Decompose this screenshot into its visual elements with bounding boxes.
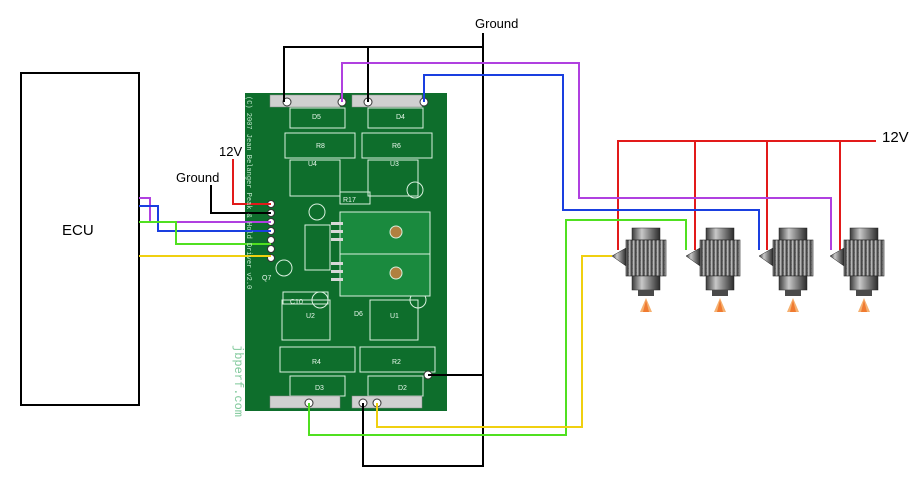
injector-1 (611, 227, 667, 313)
svg-text:C10: C10 (290, 299, 303, 306)
blue-wires (139, 74, 760, 250)
ground-label-top: Ground (475, 16, 519, 31)
purple-wires (139, 62, 832, 250)
pcb-url-text: jbperf.com (231, 345, 245, 418)
green-wires (139, 219, 687, 436)
ecu-box (20, 72, 140, 406)
pcb-board: R8 R6 R4 R2 D5 D4 D3 D2 U4 U3 U2 U1 R17 … (245, 93, 447, 411)
svg-text:Q7: Q7 (262, 275, 271, 282)
12v-wires (232, 140, 876, 250)
12v-label-right: 12V (882, 129, 909, 146)
svg-text:U1: U1 (390, 313, 399, 320)
svg-text:D6: D6 (354, 311, 363, 318)
yellow-wires (139, 255, 612, 428)
svg-text:U3: U3 (390, 161, 399, 168)
svg-text:D2: D2 (398, 385, 407, 392)
12v-label-left: 12V (219, 144, 243, 159)
svg-text:R17: R17 (343, 197, 356, 204)
svg-text:D5: D5 (312, 114, 321, 121)
injector-4 (829, 227, 885, 313)
pcb-copyright-text: (C) 2007 Jean Belanger Peak & Hold Drive… (244, 96, 252, 290)
svg-text:R2: R2 (392, 359, 401, 366)
svg-text:R6: R6 (392, 143, 401, 150)
ground-label-left: Ground (176, 170, 220, 185)
svg-text:D3: D3 (315, 385, 324, 392)
svg-text:R4: R4 (312, 359, 321, 366)
svg-text:U4: U4 (308, 161, 317, 168)
svg-text:R8: R8 (316, 143, 325, 150)
ecu-label: ECU (62, 222, 94, 239)
svg-text:D4: D4 (396, 114, 405, 121)
svg-text:U2: U2 (306, 313, 315, 320)
